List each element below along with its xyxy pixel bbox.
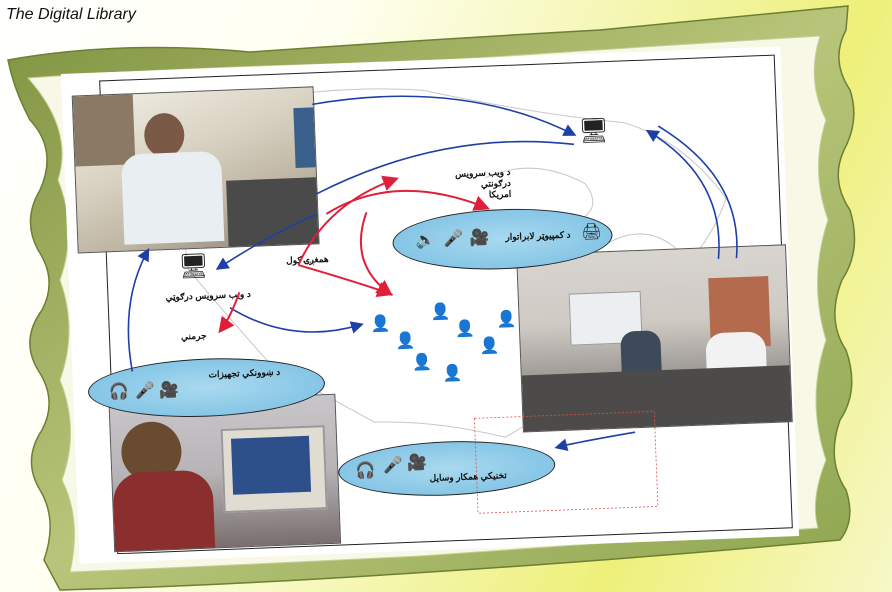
red-arrows xyxy=(218,175,491,334)
blue-arrows xyxy=(127,95,738,451)
diagram-sheet: 🔊 🎤 🎥 د کمپيوټر لابراتوار 🖨 🎧 🎤 🎥 د ښوون… xyxy=(60,46,800,564)
dotted-region xyxy=(473,411,659,514)
connection-arrows xyxy=(127,95,738,514)
page-title: The Digital Library xyxy=(6,6,136,23)
